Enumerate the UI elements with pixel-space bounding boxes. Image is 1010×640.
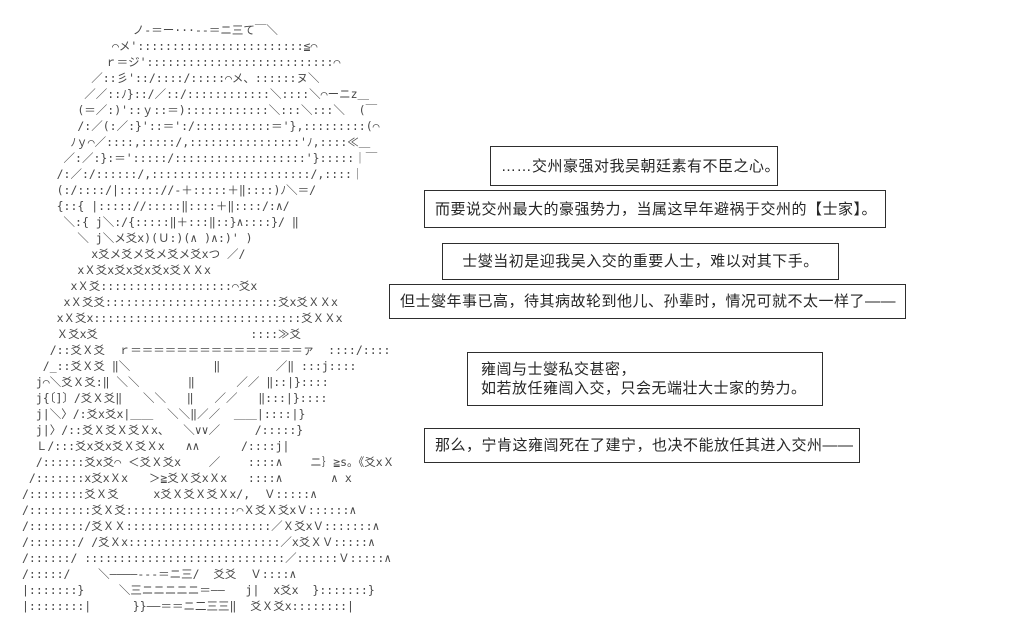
dialog-line: 而要说交州最大的豪强势力，当属这早年避祸于交州的【士家】。: [435, 200, 878, 218]
dialog-box-6: 那么，宁肯这雍闿死在了建宁，也决不能放任其进入交州——: [424, 428, 860, 463]
ascii-art-character: ノ-＝ー···--＝ニ三て￣＼ ⌒メ':::::::::::::::::::::…: [22, 23, 395, 613]
dialog-line: ……交州豪强对我吴朝廷素有不臣之心。: [501, 157, 781, 175]
dialog-line: 那么，宁肯这雍闿死在了建宁，也决不能放任其进入交州——: [435, 437, 854, 454]
dialog-line: 如若放任雍闿入交，只会无端壮大士家的势力。: [481, 380, 807, 397]
dialog-line: 但士燮年事已高，待其病故轮到他儿、孙辈时，情况可就不太一样了——: [400, 293, 897, 310]
dialog-box-3: 士燮当初是迎我吴入交的重要人士，难以对其下手。: [442, 243, 839, 280]
dialog-line: 士燮当初是迎我吴入交的重要人士，难以对其下手。: [462, 253, 819, 270]
dialog-line: 雍闿与士燮私交甚密，: [481, 361, 637, 378]
dialog-box-1: ……交州豪强对我吴朝廷素有不臣之心。: [490, 146, 781, 186]
dialog-box-5: 雍闿与士燮私交甚密， 如若放任雍闿入交，只会无端壮大士家的势力。: [467, 352, 823, 406]
dialog-box-4: 但士燮年事已高，待其病故轮到他儿、孙辈时，情况可就不太一样了——: [389, 284, 906, 319]
dialog-box-2: 而要说交州最大的豪强势力，当属这早年避祸于交州的【士家】。: [424, 190, 886, 228]
